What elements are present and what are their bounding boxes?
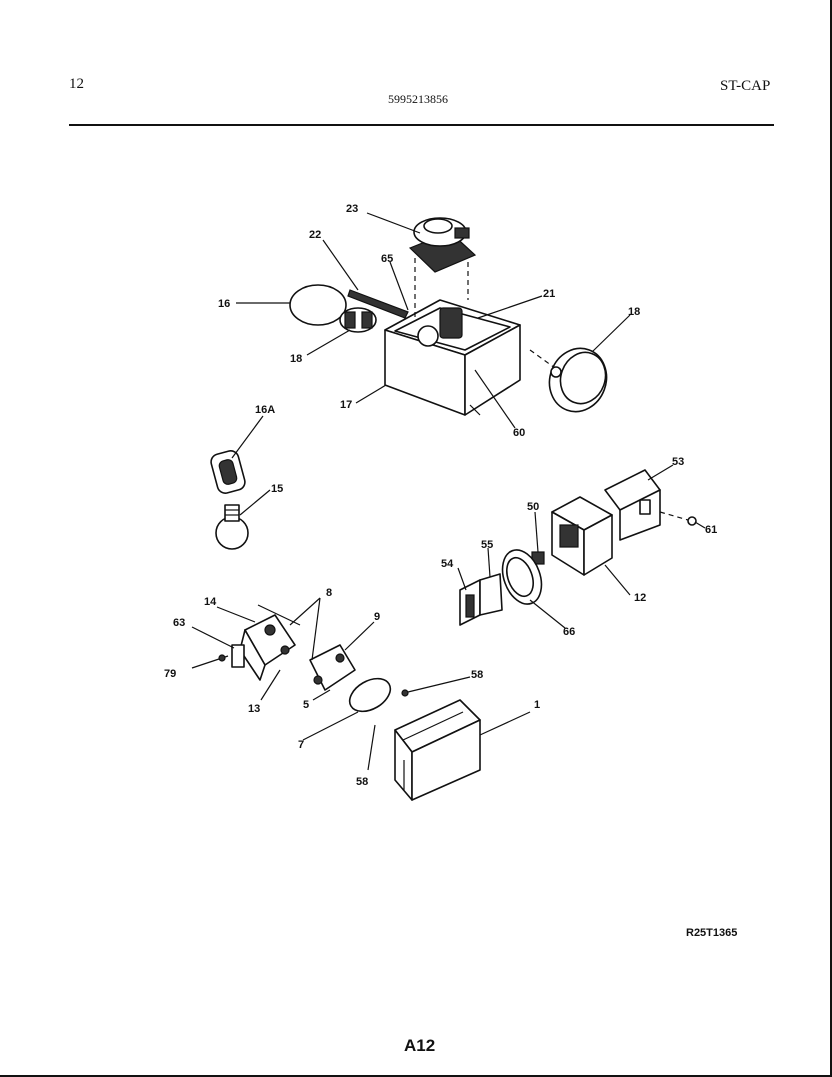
callout-8: 8 xyxy=(326,587,332,599)
callout-5: 5 xyxy=(303,699,309,711)
housing-box xyxy=(384,299,521,416)
callout-55: 55 xyxy=(481,539,493,551)
gasket-7 xyxy=(348,677,392,713)
header-model-code: ST-CAP xyxy=(720,78,771,94)
socket-18 xyxy=(339,307,377,333)
callout-61: 61 xyxy=(705,524,717,536)
callout-15: 15 xyxy=(271,483,283,495)
callout-50: 50 xyxy=(527,501,539,513)
callout-16: 16 xyxy=(218,298,230,310)
switch-9-5 xyxy=(309,644,356,691)
bezel-54-55 xyxy=(459,573,503,626)
shaft-22 xyxy=(347,289,409,319)
callout-7: 7 xyxy=(298,739,304,751)
callout-9: 9 xyxy=(374,611,380,623)
callout-66: 66 xyxy=(563,626,575,638)
switch-box-12 xyxy=(551,496,613,576)
callout-60: 60 xyxy=(513,427,525,439)
bulb-15 xyxy=(215,504,249,550)
callout-1: 1 xyxy=(534,699,540,711)
motor-23 xyxy=(408,217,477,273)
callout-17: 17 xyxy=(340,399,352,411)
mounting-dash-lines xyxy=(414,258,556,369)
callout-65: 65 xyxy=(381,253,393,265)
bulb-15-upper xyxy=(289,284,347,326)
socket-16A xyxy=(210,450,246,494)
cover-16 xyxy=(548,347,608,413)
callout-54: 54 xyxy=(441,558,454,570)
screw-79 xyxy=(191,654,229,669)
callout-58-upper: 58 xyxy=(471,669,483,681)
screws-58 xyxy=(367,676,471,771)
knob-66 xyxy=(501,549,543,605)
callout-13: 13 xyxy=(248,703,260,715)
header-section-number: 12 xyxy=(69,76,84,92)
drawing-reference: R25T1365 xyxy=(686,927,738,939)
callout-18-socket: 18 xyxy=(290,353,302,365)
leader-lines xyxy=(191,212,706,741)
cover-1 xyxy=(394,699,481,801)
callout-58-lower: 58 xyxy=(356,776,368,788)
callout-labels: 23 22 65 21 16 18 18 17 60 16A 15 53 50 … xyxy=(164,203,717,788)
bracket-53 xyxy=(604,469,661,541)
callout-12: 12 xyxy=(634,592,646,604)
page-number: A12 xyxy=(404,1036,436,1055)
callout-21: 21 xyxy=(543,288,555,300)
header-part-number: 5995213856 xyxy=(388,92,448,106)
header-rule xyxy=(69,124,774,126)
callout-63: 63 xyxy=(173,617,185,629)
callout-16A: 16A xyxy=(255,404,275,416)
callout-53: 53 xyxy=(672,456,684,468)
screw-61 xyxy=(659,511,697,526)
callout-18-cover: 18 xyxy=(628,306,640,318)
callout-14: 14 xyxy=(204,596,217,608)
bracket-63 xyxy=(231,644,245,668)
callout-79: 79 xyxy=(164,668,176,680)
switch-assembly-14-13 xyxy=(239,604,301,681)
callout-23: 23 xyxy=(346,203,358,215)
callout-22: 22 xyxy=(309,229,321,241)
